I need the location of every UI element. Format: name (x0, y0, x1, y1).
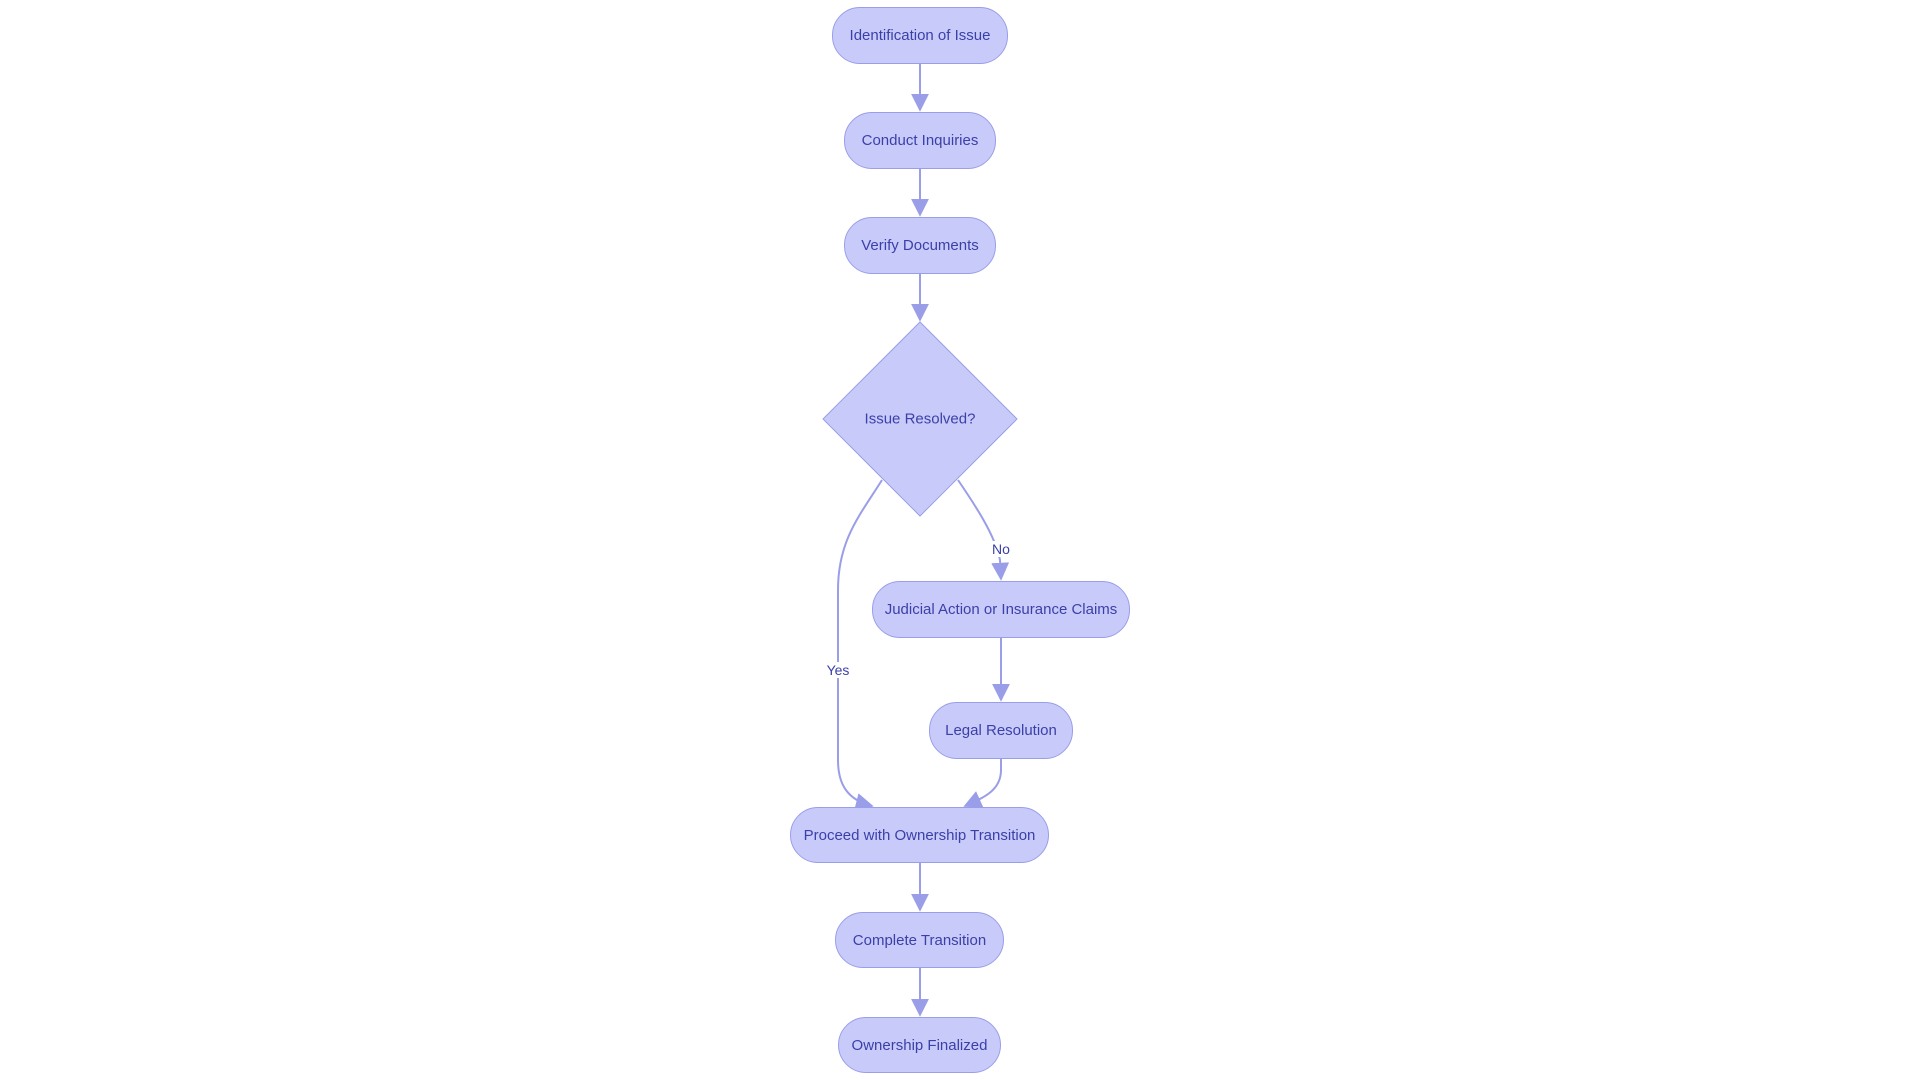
edge-label-yes: Yes (825, 662, 851, 678)
decision-label: Issue Resolved? (864, 410, 976, 428)
node-complete-transition: Complete Transition (835, 912, 1004, 968)
edge-legal-proceed (963, 759, 1002, 808)
edge-label-no: No (991, 541, 1011, 557)
decision-diamond (822, 321, 1018, 517)
node-identification-of-issue: Identification of Issue (832, 7, 1008, 64)
node-ownership-finalized: Ownership Finalized (838, 1017, 1001, 1073)
node-legal-resolution: Legal Resolution (929, 702, 1073, 759)
edge-decision-no (957, 479, 1010, 581)
node-judicial-action: Judicial Action or Insurance Claims (872, 581, 1130, 638)
edge-decision-yes (837, 479, 883, 811)
node-proceed-with-ownership-transition: Proceed with Ownership Transition (790, 807, 1049, 863)
node-conduct-inquiries: Conduct Inquiries (844, 112, 996, 169)
node-verify-documents: Verify Documents (844, 217, 996, 274)
